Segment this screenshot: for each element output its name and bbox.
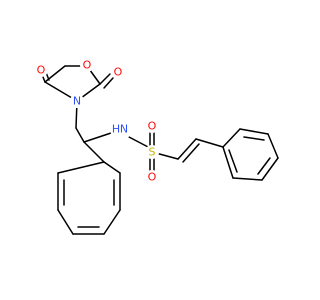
atom-hydrogen-amide: H (112, 123, 120, 136)
atom-oxygen-carbonyl-right: O (114, 66, 123, 79)
bond-ph2-b (239, 128, 269, 135)
bond-ch2-ch (75, 127, 85, 143)
bond-ph2-e (232, 177, 263, 181)
bond-ph1-e (57, 209, 74, 235)
atom-oxygen-sulfonyl-bottom: O (148, 171, 157, 184)
atom-sulfur: S (149, 146, 156, 159)
bond-ph2-a (222, 128, 241, 148)
bond-ph2-inner-a (243, 136, 265, 141)
atom-nitrogen-amide: N (120, 123, 128, 136)
bond-c2-o-double-b (103, 77, 114, 89)
bond-ph2-d (261, 157, 279, 181)
bond-ch-phenyl (83, 141, 105, 163)
bond-ph2-inner-b (257, 157, 271, 175)
bond-ph2-f (222, 146, 234, 179)
bond-nh-s (128, 136, 151, 149)
atom-label-layer: O O O N H N S O O (34, 58, 159, 184)
bond-ph1-g (57, 161, 105, 174)
bond-ph2-c (267, 133, 279, 159)
bond-ph1-a (103, 161, 121, 174)
bond-ph2-inner-c (228, 149, 238, 173)
bond-layer (40, 65, 279, 235)
bond-vinyl-double-b (182, 143, 200, 163)
bond-vinyl-phenyl (195, 138, 224, 148)
molecule-structure: O O O N H N S O O (34, 58, 279, 235)
atom-oxygen-carbonyl-top: O (37, 64, 46, 77)
bond-ph1-c (103, 209, 121, 235)
atom-oxygen-ring: O (83, 59, 92, 72)
atom-oxygen-sulfonyl-top: O (148, 120, 157, 133)
bond-c4-c5 (44, 65, 66, 83)
molecule-diagram: O O O N H N S O O (34, 58, 279, 235)
bond-vinyl-double-a (177, 138, 197, 160)
atom-nitrogen-ring: N (73, 95, 81, 108)
bond-c2-o-double-a (99, 73, 111, 85)
